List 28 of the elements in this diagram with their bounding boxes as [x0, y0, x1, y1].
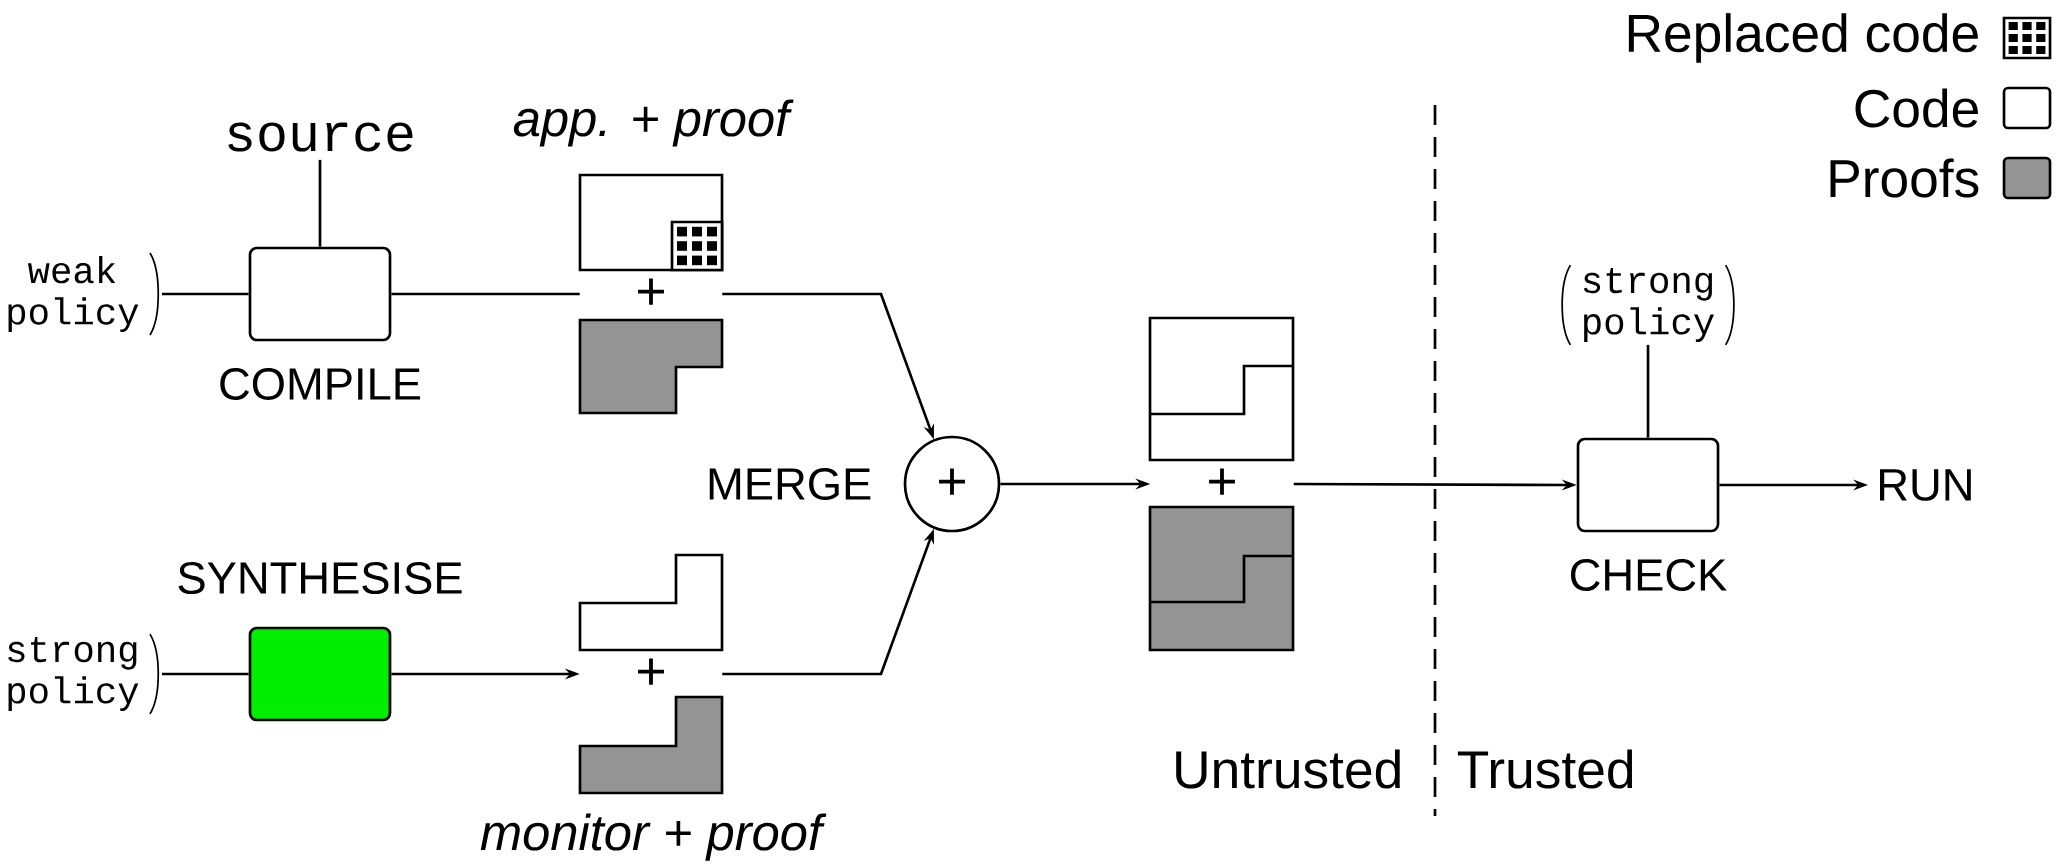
merge-label: MERGE [709, 467, 871, 501]
region-label: Untrusted [1176, 749, 1400, 789]
node-label: SYNTHESISE [178, 561, 462, 595]
bundle-caption: monitor + proof [480, 813, 827, 861]
connector-line [318, 159, 322, 247]
code-proof-drawing: + [578, 173, 724, 415]
node-label: CHECK [1570, 558, 1727, 592]
input-label: source [228, 122, 413, 152]
output-label: RUN [1880, 469, 1971, 501]
code-proof-drawing: + [578, 553, 724, 795]
policy-label: weak policy [8, 252, 160, 336]
node-label: + [1209, 468, 1235, 495]
legend-label: Replaced code [1628, 13, 1978, 63]
code-proof-drawing: + [1148, 316, 1295, 652]
connector-line [162, 672, 249, 676]
connector-line [391, 292, 580, 296]
policy-label: strong policy [8, 633, 160, 715]
process-box: SYNTHESISE [178, 561, 462, 722]
policy-label: strong policy [1561, 264, 1735, 346]
region-label: Trusted [1457, 749, 1633, 789]
node-label: COMPILE [220, 367, 421, 401]
process-box: COMPILE [220, 246, 421, 401]
process-box: CHECK [1570, 437, 1727, 592]
legend-label: Code [1855, 88, 1978, 128]
bundle-caption: app. + proof [513, 99, 794, 147]
legend-label: Proofs [1830, 158, 1979, 198]
connector-line [1646, 344, 1650, 438]
connector-line [162, 292, 249, 296]
